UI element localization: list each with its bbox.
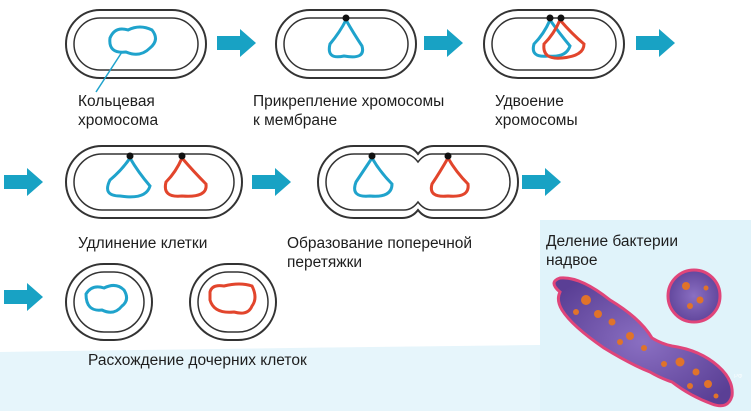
label-duplication: Удвоение хромосомы	[495, 93, 578, 129]
photo-watermark: РФ	[734, 374, 743, 380]
bacterium-sphere	[666, 268, 722, 324]
label-attachment: Прикрепление хромосомы к мембране	[253, 93, 445, 129]
label-pointer-line	[95, 51, 123, 93]
cell-attachment	[275, 9, 417, 79]
attachment-point	[546, 14, 554, 22]
bacterium-spots	[573, 282, 719, 399]
attachment-point	[557, 14, 565, 22]
attachment-point	[126, 152, 134, 160]
label-elongation: Удлинение клетки	[78, 235, 208, 252]
arrow-3	[636, 29, 675, 57]
chromosome-red	[542, 17, 586, 60]
chromosome-blue	[108, 25, 157, 56]
chromosome-red	[163, 155, 208, 198]
attachment-point	[444, 152, 452, 160]
chromosome-blue	[353, 155, 394, 198]
cell-constriction	[317, 145, 519, 219]
arrow-5	[252, 168, 291, 196]
arrow-1	[217, 29, 256, 57]
chromosome-red	[429, 154, 470, 198]
cell-duplication	[483, 9, 625, 79]
daughter-cell-red	[189, 263, 277, 341]
arrow-6	[522, 168, 561, 196]
chromosome-blue	[84, 283, 129, 314]
arrow-4	[4, 168, 43, 196]
label-constriction: Образование поперечной перетяжки	[287, 235, 473, 271]
bacterium-rod	[552, 276, 734, 408]
chromosome-blue	[106, 155, 152, 199]
attachment-point	[178, 152, 186, 160]
label-separation: Расхождение дочерних клеток	[88, 352, 307, 369]
daughter-cell-blue	[65, 263, 153, 341]
arrow-2	[424, 29, 463, 57]
cell-ring-chromosome	[65, 9, 207, 93]
cell-elongation	[65, 145, 243, 219]
attachment-point	[368, 152, 376, 160]
chromosome-red	[208, 282, 257, 315]
bacterium-photo	[552, 268, 734, 408]
chromosome-blue	[327, 16, 365, 59]
label-ring-chromosome: Кольцевая хромосома	[78, 93, 159, 129]
attachment-point	[342, 14, 350, 22]
photo-caption: Деление бактерии надвое	[546, 233, 678, 269]
arrow-7	[4, 283, 43, 311]
